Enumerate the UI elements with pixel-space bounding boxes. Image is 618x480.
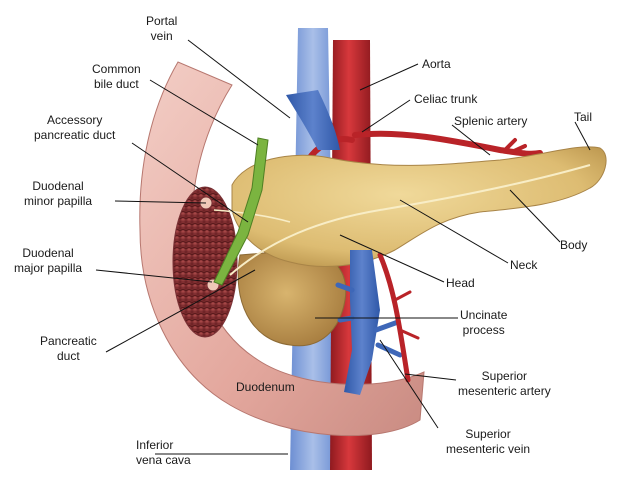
main-pancreatic-duct-line	[229, 164, 591, 276]
duodenum-lumen-shape	[172, 186, 238, 338]
label-aorta: Aorta	[422, 57, 451, 71]
label-inferior-vena-cava: Inferior vena cava	[136, 438, 191, 467]
splenic-artery-shape	[352, 130, 543, 157]
label-celiac-trunk: Celiac trunk	[414, 92, 478, 106]
leader-lines	[95, 39, 591, 455]
superior-mesenteric-artery-shape	[377, 252, 411, 383]
label-head: Head	[446, 276, 475, 290]
label-pancreatic-duct: Pancreatic duct	[40, 334, 97, 363]
label-duodenal-major-papilla: Duodenal major papilla	[14, 246, 83, 275]
superior-mesenteric-vein-shape	[344, 250, 380, 395]
label-splenic-artery: Splenic artery	[454, 114, 528, 128]
portal-vein-shape	[286, 90, 340, 150]
label-duodenal-minor-papilla: Duodenal minor papilla	[24, 179, 93, 208]
label-superior-mesenteric-artery: Superior mesenteric artery	[458, 369, 551, 398]
label-superior-mesenteric-vein: Superior mesenteric vein	[446, 427, 531, 456]
label-duodenum: Duodenum	[236, 380, 295, 394]
label-neck: Neck	[510, 258, 538, 272]
label-uncinate-process: Uncinate process	[460, 308, 508, 337]
label-body: Body	[560, 238, 588, 252]
label-portal-vein: Portal vein	[146, 14, 178, 43]
label-common-bile-duct: Common bile duct	[92, 62, 141, 91]
label-tail: Tail	[574, 110, 593, 124]
common-bile-duct-shape	[213, 137, 269, 286]
label-accessory-pancreatic-duct: Accessory pancreatic duct	[34, 113, 116, 142]
pancreas-body-shape	[231, 146, 607, 267]
